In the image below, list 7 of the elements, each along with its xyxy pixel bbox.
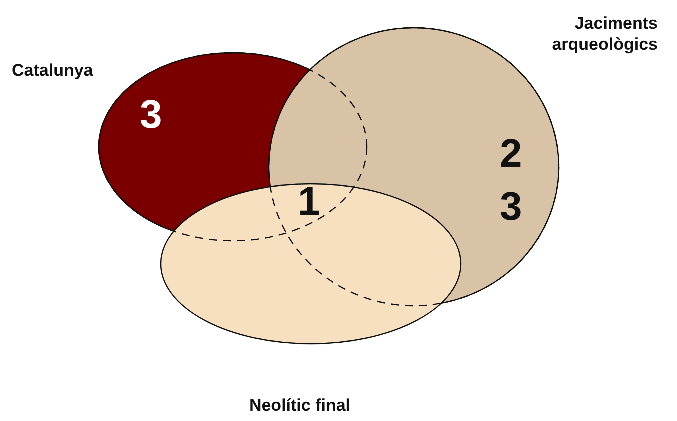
set-label: Jaciments arqueològics	[552, 14, 658, 54]
set-label: Catalunya	[12, 61, 94, 80]
region-number: 1	[298, 180, 320, 224]
set-label: Neolític final	[249, 396, 351, 415]
region-number: 2	[500, 132, 522, 176]
region-number: 3	[500, 185, 522, 229]
region-number: 3	[140, 93, 162, 137]
